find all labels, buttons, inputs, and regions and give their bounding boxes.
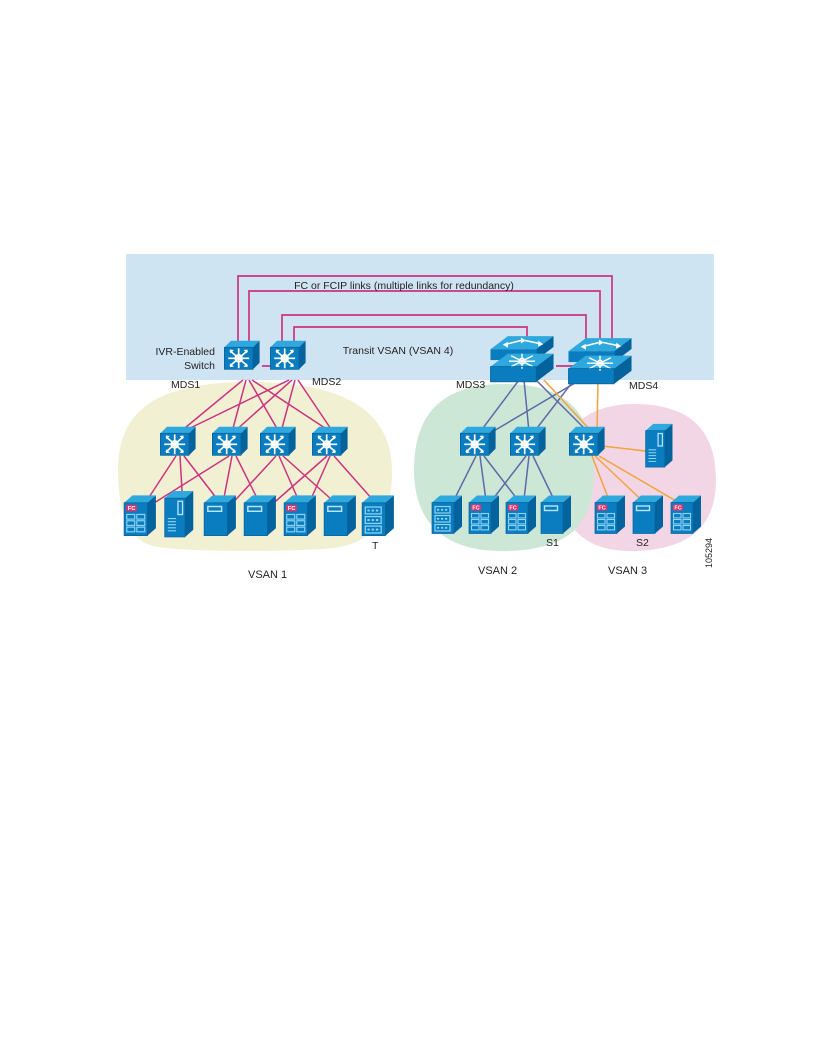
label-device-s2: S2 (636, 537, 649, 549)
vsan1-devices[interactable] (123, 490, 395, 538)
core-switch-mds2[interactable] (269, 339, 307, 371)
label-ivr-enabled-line1: IVR-Enabled (155, 346, 215, 358)
label-mds2: MDS2 (312, 376, 341, 388)
label-device-s1: S1 (546, 537, 559, 549)
link-mds1b-mds4b (248, 290, 601, 352)
label-vsan3: VSAN 3 (608, 565, 647, 577)
label-fc-fcip-links: FC or FCIP links (multiple links for red… (294, 280, 514, 292)
label-ivr-enabled-line2: Switch (184, 360, 215, 372)
label-mds4: MDS4 (629, 380, 658, 392)
label-vsan2: VSAN 2 (478, 565, 517, 577)
vsan3-links (543, 379, 689, 509)
link-mds2-mds4 (281, 314, 587, 352)
label-mds1: MDS1 (171, 379, 200, 391)
core-switch-mds4[interactable] (567, 337, 633, 385)
vsan3-edge-switches[interactable] (568, 425, 606, 457)
label-vsan1: VSAN 1 (248, 569, 287, 581)
label-transit-vsan: Transit VSAN (VSAN 4) (343, 345, 453, 357)
core-switch-mds1[interactable] (223, 339, 261, 371)
figure-id-text: 105294 (704, 538, 714, 568)
label-device-t: T (372, 540, 379, 552)
link-mds1-mds4 (237, 275, 613, 352)
label-mds3: MDS3 (456, 379, 485, 391)
core-switch-mds3[interactable] (489, 335, 555, 383)
